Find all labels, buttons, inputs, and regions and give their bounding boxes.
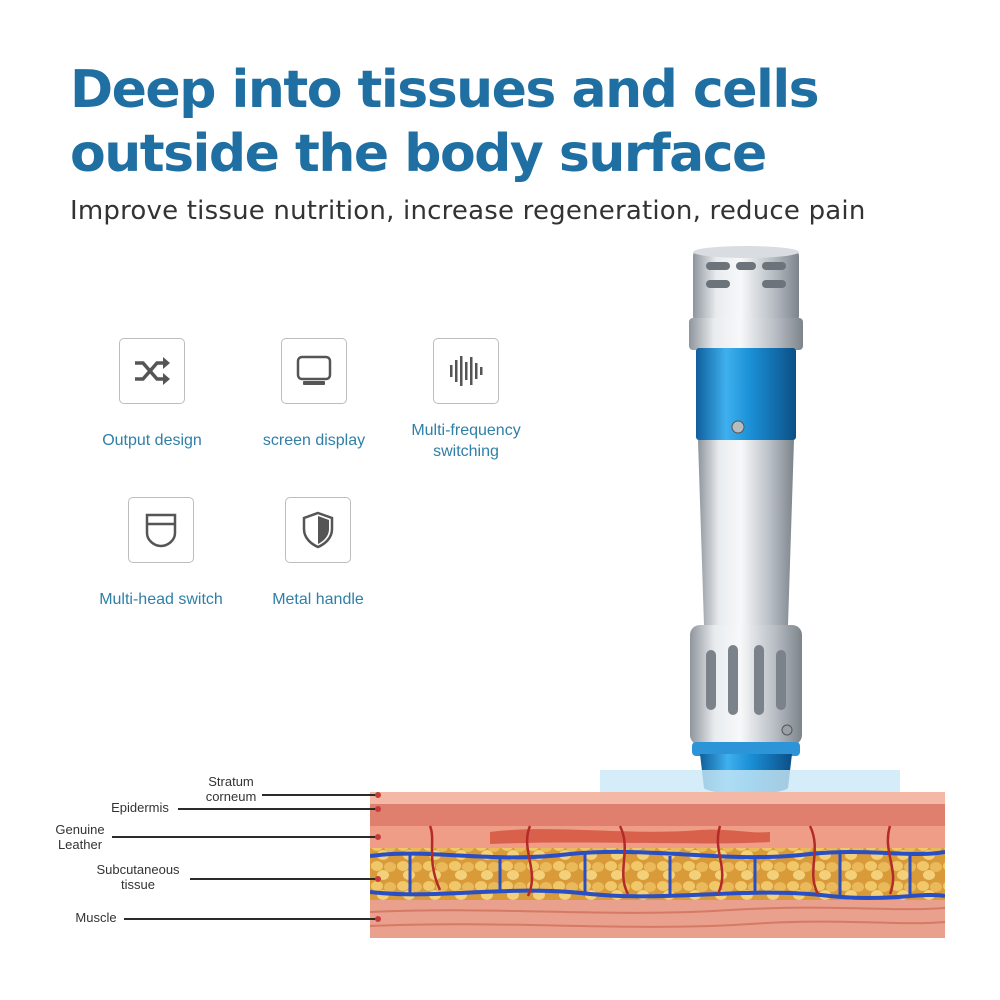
feature-screen-display-box [281,338,347,404]
feature-label: Output design [102,432,202,449]
feature-metal-handle: Metal handle [243,497,393,610]
monitor-icon [296,355,332,385]
feature-multi-frequency-box [433,338,499,404]
layer-label-muscle: Muscle [75,910,117,925]
shockwave-handpiece-image [689,246,803,794]
leader-line-subcutaneous-tissue [190,878,378,880]
leader-dot-subcutaneous-tissue [375,876,381,882]
sound-wave-icon [450,356,483,386]
feature-label: Metal handle [272,591,364,608]
shuffle-icon [135,357,170,385]
layer-label-epidermis: Epidermis [111,800,169,815]
headline: Deep into tissues and cells outside the … [70,60,820,184]
feature-output-design: Output design [77,338,227,451]
feature-metal-handle-box [285,497,351,563]
feature-label: screen display [262,432,366,449]
feature-multi-head-switch: Multi-head switch [86,497,236,610]
skin-layers-image [370,770,945,938]
applicator-head-icon [145,513,177,548]
leader-dot-epidermis [375,806,381,812]
shield-icon [302,511,334,549]
layer-label-genuine-leather: Genuine Leather [55,822,105,852]
leader-dot-stratum-corneum [375,792,381,798]
feature-label: Multi-head switch [99,591,223,608]
leader-line-muscle [124,918,378,920]
leader-line-epidermis [178,808,378,810]
layer-label-subcutaneous-tissue: Subcutaneous tissue [96,862,180,892]
leader-line-genuine-leather [112,836,378,838]
subtitle: Improve tissue nutrition, increase regen… [70,196,866,226]
feature-output-design-box [119,338,185,404]
feature-multi-frequency: Multi-frequency switching [391,338,541,462]
leader-dot-muscle [375,916,381,922]
feature-label: Multi-frequency switching [411,422,521,460]
leader-line-stratum-corneum [262,794,378,796]
feature-multi-head-switch-box [128,497,194,563]
leader-dot-genuine-leather [375,834,381,840]
feature-screen-display: screen display [239,338,389,451]
layer-label-stratum-corneum: Stratum corneum [205,774,257,804]
